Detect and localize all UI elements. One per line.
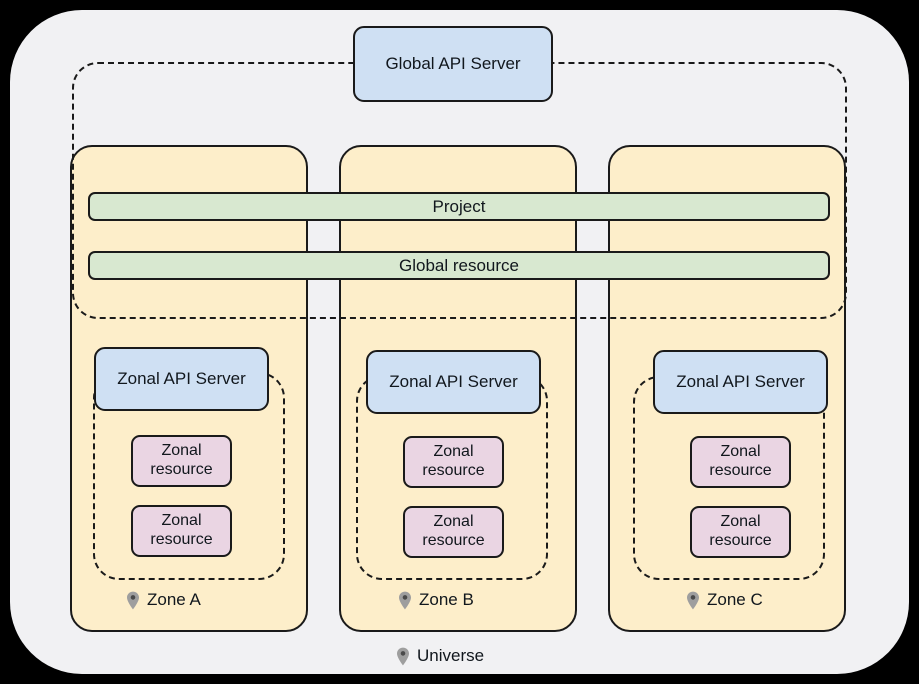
zone-b-resource-1[interactable]: Zonal resource [403, 436, 504, 488]
global-api-server-box[interactable]: Global API Server [353, 26, 553, 102]
zone-a-label: Zone A [126, 590, 201, 610]
universe-label: Universe [396, 646, 484, 666]
zone-a-resource-2-label: Zonal resource [150, 512, 213, 548]
zone-a-api-server-label: Zonal API Server [117, 369, 246, 389]
universe-label-text: Universe [417, 646, 485, 665]
zone-a-resource-1-label: Zonal resource [150, 442, 213, 478]
zone-c-label: Zone C [686, 590, 763, 610]
zone-b-api-server-box[interactable]: Zonal API Server [366, 350, 541, 414]
zone-b-label: Zone B [398, 590, 474, 610]
global-bar-global-resource[interactable]: Global resource [88, 251, 830, 280]
global-bar-project-label: Project [432, 196, 486, 216]
zone-c-resource-1[interactable]: Zonal resource [690, 436, 791, 488]
zone-c-resource-2[interactable]: Zonal resource [690, 506, 791, 558]
zone-a-label-text: Zone A [147, 590, 201, 609]
zone-a-resource-1[interactable]: Zonal resource [131, 435, 232, 487]
zone-b-resource-2-label: Zonal resource [422, 513, 485, 549]
zone-c-api-server-label: Zonal API Server [676, 372, 805, 392]
zone-b-resource-2[interactable]: Zonal resource [403, 506, 504, 558]
location-pin-icon [398, 591, 412, 610]
global-bar-global-resource-label: Global resource [398, 255, 519, 275]
location-pin-icon [686, 591, 700, 610]
zone-b-resource-1-label: Zonal resource [422, 443, 485, 479]
global-api-server-label: Global API Server [385, 54, 521, 74]
zone-b-api-server-label: Zonal API Server [389, 372, 518, 392]
zone-c-resource-1-label: Zonal resource [709, 443, 772, 479]
zone-c-api-server-box[interactable]: Zonal API Server [653, 350, 828, 414]
location-pin-icon [396, 647, 410, 666]
zone-a-resource-2[interactable]: Zonal resource [131, 505, 232, 557]
global-bar-project[interactable]: Project [88, 192, 830, 221]
location-pin-icon [126, 591, 140, 610]
zone-b-label-text: Zone B [419, 590, 474, 609]
zone-a-api-server-box[interactable]: Zonal API Server [94, 347, 269, 411]
zone-c-resource-2-label: Zonal resource [709, 513, 772, 549]
zone-c-label-text: Zone C [707, 590, 763, 609]
